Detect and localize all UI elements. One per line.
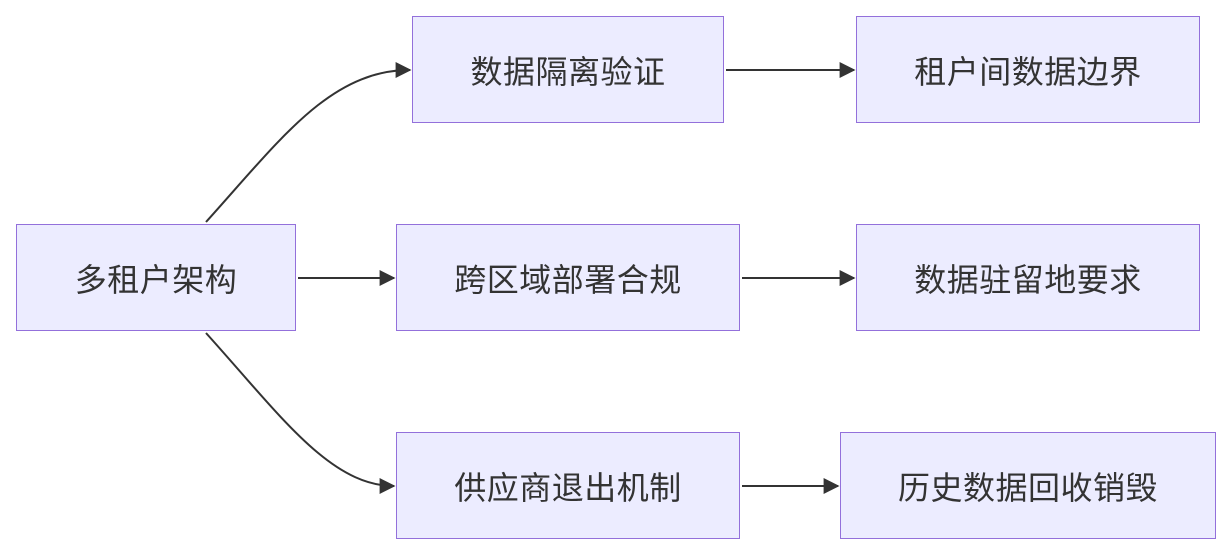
node-label: 数据隔离验证 xyxy=(470,52,666,91)
node-data-residency-requirements: 数据驻留地要求 xyxy=(856,224,1200,331)
node-cross-region-compliance: 跨区域部署合规 xyxy=(396,224,740,331)
node-label: 多租户架构 xyxy=(74,260,238,299)
node-label: 供应商退出机制 xyxy=(454,468,682,507)
node-label: 跨区域部署合规 xyxy=(454,260,682,299)
node-tenant-data-boundary: 租户间数据边界 xyxy=(856,16,1200,123)
node-vendor-exit-mechanism: 供应商退出机制 xyxy=(396,432,740,539)
node-data-isolation-verification: 数据隔离验证 xyxy=(412,16,724,123)
node-historical-data-destruction: 历史数据回收销毁 xyxy=(840,432,1216,539)
node-label: 租户间数据边界 xyxy=(914,52,1142,91)
edge-root-to-a1 xyxy=(205,62,412,223)
node-label: 历史数据回收销毁 xyxy=(897,468,1158,507)
node-label: 数据驻留地要求 xyxy=(914,260,1142,299)
edge-root-to-c1 xyxy=(205,332,396,494)
node-multi-tenant-architecture: 多租户架构 xyxy=(16,224,296,331)
